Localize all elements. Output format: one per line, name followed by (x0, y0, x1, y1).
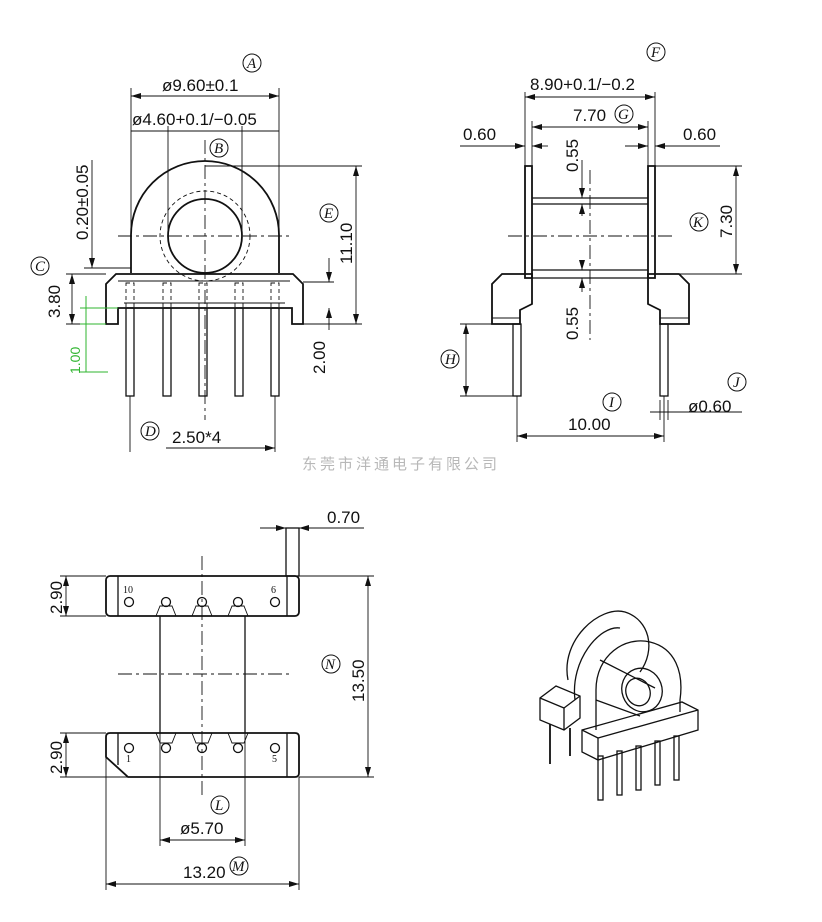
label-c: C (35, 259, 46, 275)
dim-height: 11.10 (337, 223, 356, 264)
dim-pin-offset: 2.00 (310, 341, 329, 374)
dim-overall-width: 8.90+0.1/−0.2 (530, 75, 635, 94)
label-f: F (650, 45, 661, 61)
side-view: 8.90+0.1/−0.2 7.70 0.60 0.60 0.55 0.55 (440, 42, 747, 442)
isometric-view (539, 610, 699, 801)
label-n: N (324, 657, 336, 673)
pin-number-10: 10 (123, 585, 133, 596)
dim-left-wall: 0.60 (463, 125, 496, 144)
dim-inner-diameter: ø4.60+0.1/−0.05 (132, 110, 257, 129)
label-h: H (444, 352, 457, 368)
dim-core-width: ø5.70 (180, 819, 223, 838)
dim-base-height: 3.80 (45, 285, 64, 318)
label-g: G (618, 107, 629, 123)
isometric-pins (597, 735, 680, 801)
dim-overall-depth: 13.50 (349, 659, 368, 702)
bottom-pin-holes (123, 732, 281, 754)
top-pin-holes (123, 596, 281, 617)
label-d: D (144, 424, 156, 440)
pin-number-6: 6 (271, 585, 276, 596)
front-view: ø9.60±0.1 ø4.60+0.1/−0.05 11.10 2.00 0.2… (30, 53, 362, 452)
dim-pin-diameter: ø0.60 (688, 397, 731, 416)
pin-number-1: 1 (126, 754, 131, 765)
dim-base-width: 13.20 (183, 863, 226, 882)
dim-outer-diameter: ø9.60±0.1 (162, 76, 238, 95)
pin-number-5: 5 (272, 754, 277, 765)
dim-bottom-row-depth: 2.90 (47, 741, 66, 774)
label-e: E (323, 206, 333, 222)
label-a: A (246, 56, 257, 72)
dim-row-spacing: 10.00 (568, 415, 611, 434)
bottom-view: 0.70 10 6 1 5 (47, 508, 374, 890)
dim-top-row-depth: 2.90 (47, 581, 66, 614)
label-l: L (214, 798, 223, 814)
dim-winding-width: 7.70 (573, 106, 606, 125)
dim-pin-pitch: 2.50*4 (172, 428, 221, 447)
label-i: I (608, 395, 615, 411)
label-k: K (692, 215, 704, 231)
dim-top-gap: 0.55 (563, 139, 582, 172)
front-pins (125, 282, 280, 397)
dim-bottom-gap: 0.55 (563, 307, 582, 340)
label-m: M (231, 859, 246, 875)
dim-right-wall: 0.60 (683, 125, 716, 144)
dim-standoff: 1.00 (67, 347, 83, 374)
company-watermark: 东莞市洋通电子有限公司 (302, 455, 500, 473)
dim-flange-thickness: 0.20±0.05 (73, 164, 92, 240)
label-j: J (733, 375, 741, 391)
dim-winding-height: 7.30 (717, 205, 736, 238)
dim-wall: 0.70 (327, 508, 360, 527)
label-b: B (214, 141, 223, 157)
